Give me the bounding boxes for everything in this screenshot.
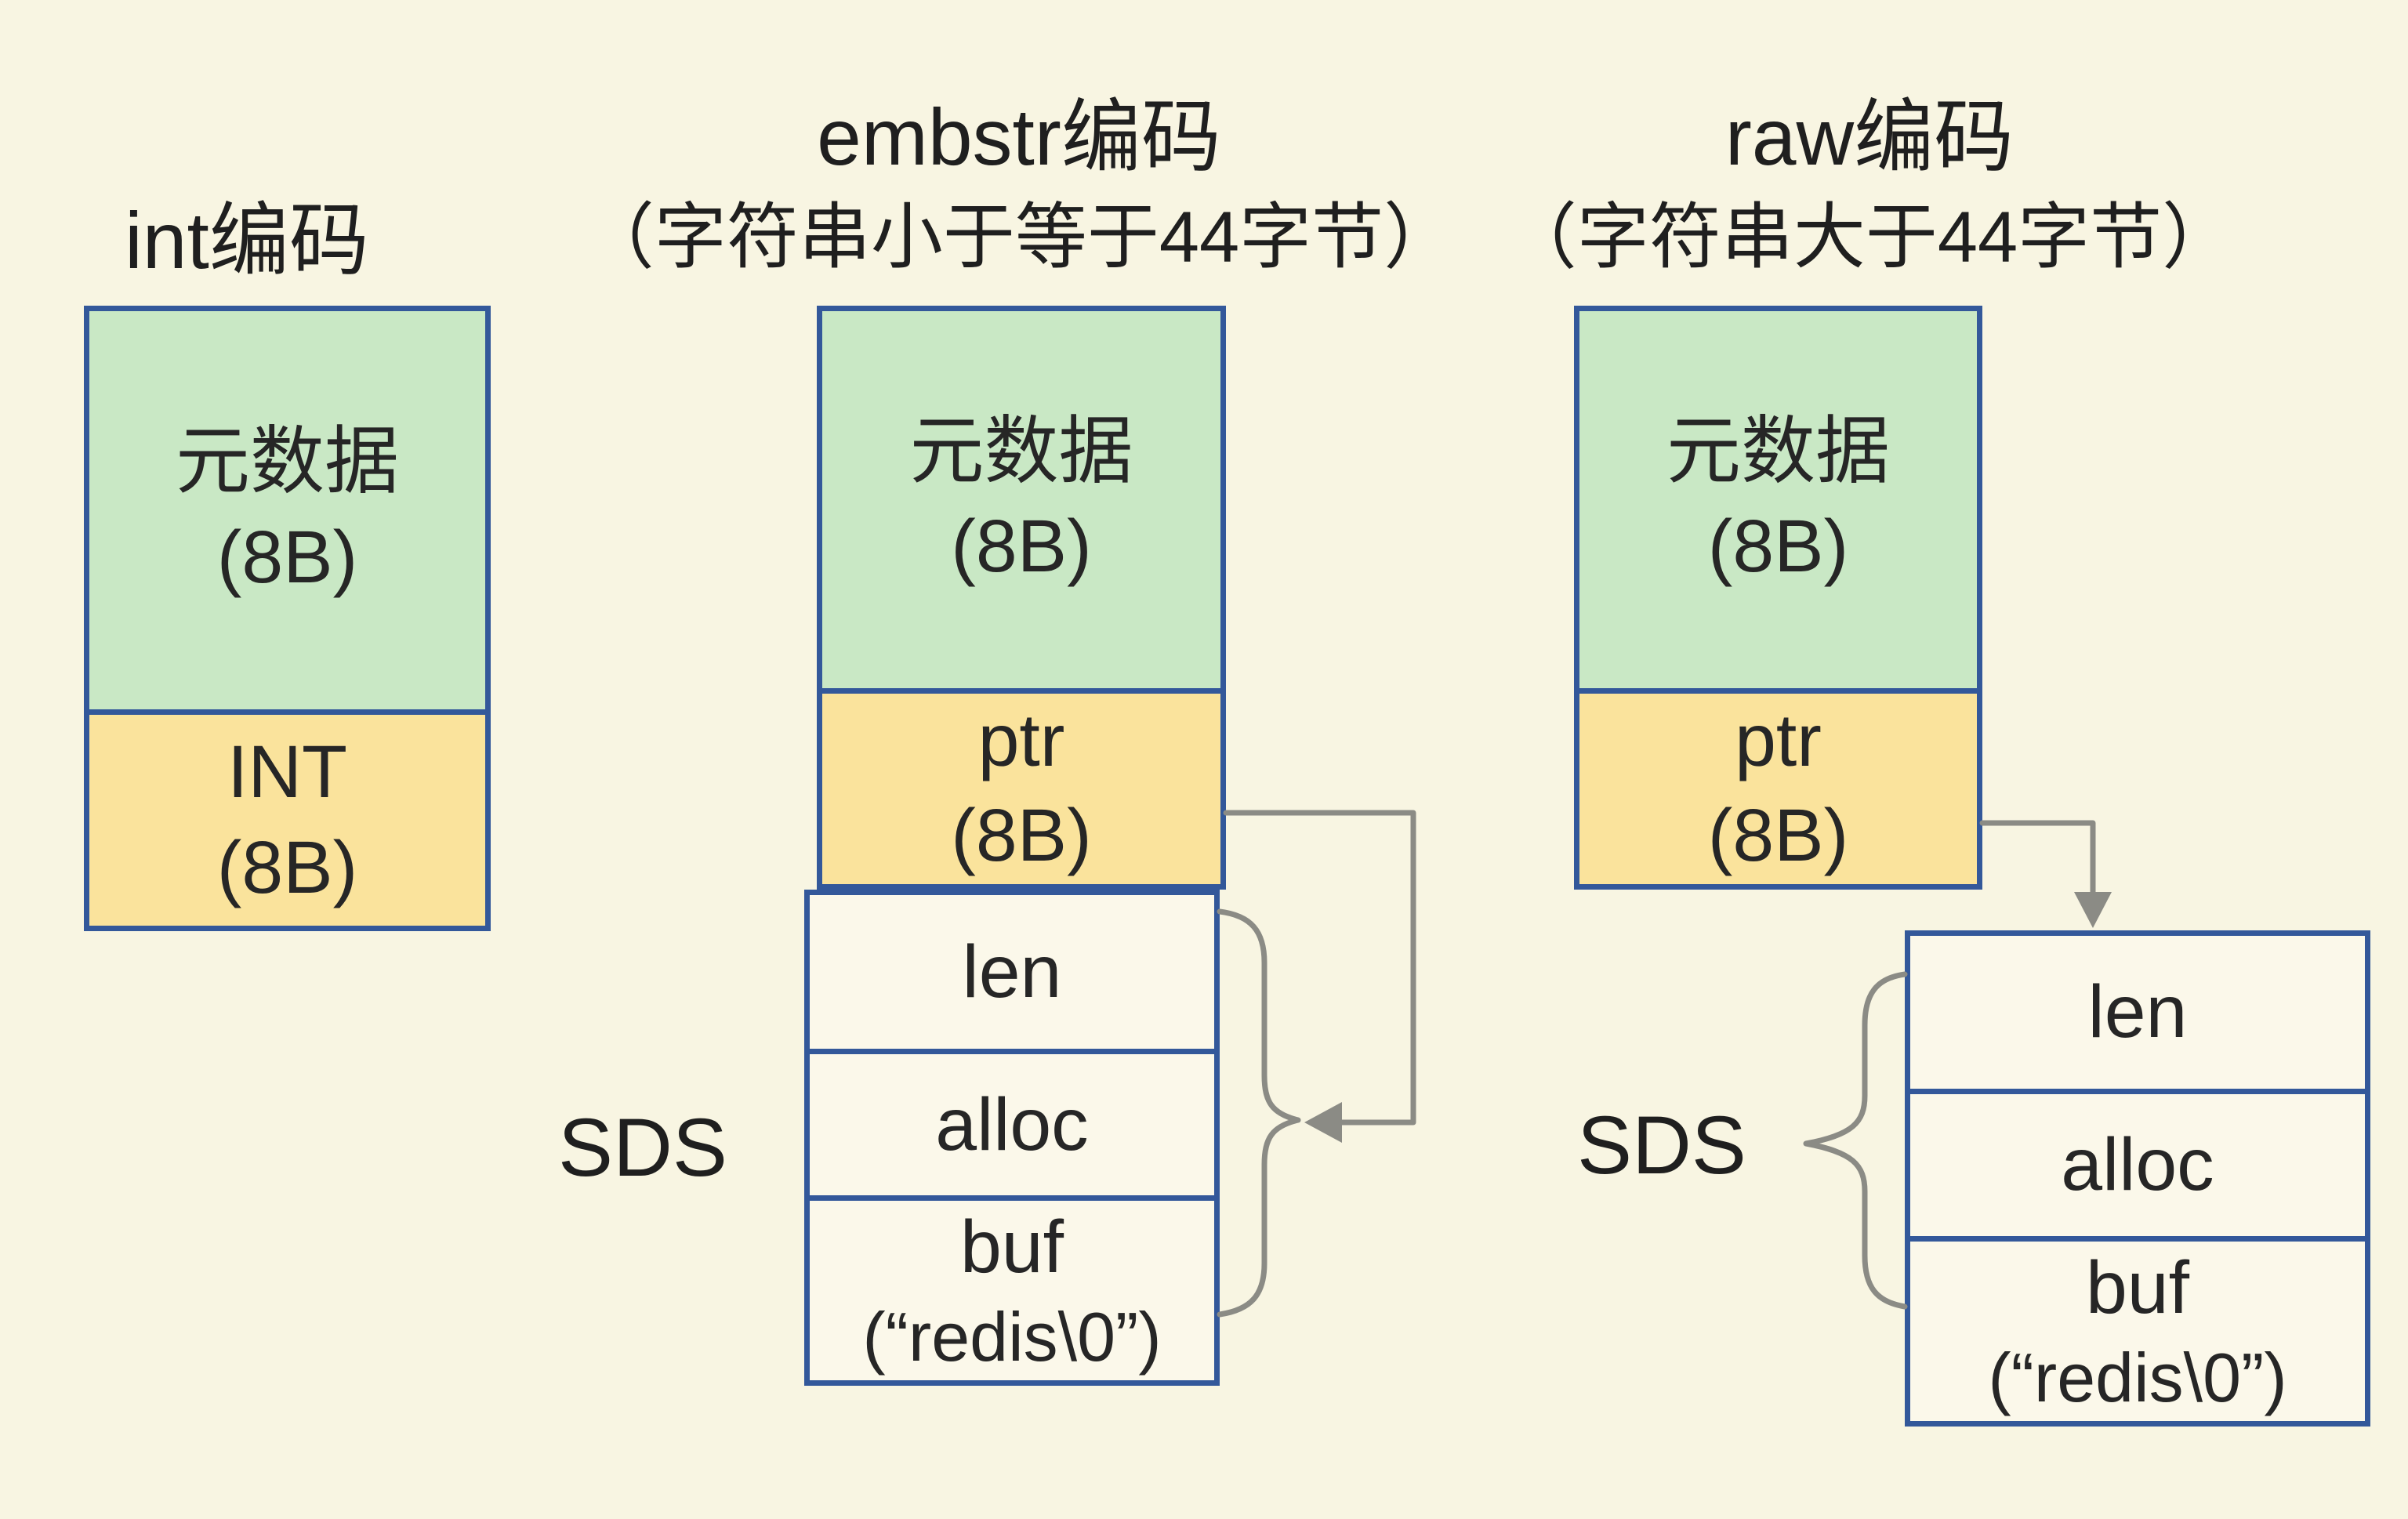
raw-metadata-cell: 元数据 (8B): [1579, 311, 1977, 688]
raw-sds-buf-value: (“redis\0”): [1988, 1339, 2287, 1416]
raw-sds-buf-label: buf: [2085, 1246, 2190, 1330]
int-object-box: 元数据 (8B) INT (8B): [84, 306, 491, 931]
embstr-ptr-label: ptr: [977, 698, 1065, 782]
embstr-sds-alloc-cell: alloc: [810, 1049, 1214, 1195]
raw-ptr-label: ptr: [1735, 698, 1822, 782]
raw-sds-alloc-label: alloc: [2061, 1123, 2214, 1207]
int-value-label: INT: [227, 730, 348, 814]
raw-ptr-arrow: [1979, 820, 2096, 897]
raw-object-box: 元数据 (8B) ptr (8B): [1574, 306, 1982, 890]
embstr-metadata-label: 元数据: [909, 409, 1133, 493]
embstr-ptr-arrowhead-icon: [1304, 1102, 1342, 1143]
embstr-sds-len-label: len: [962, 930, 1062, 1013]
raw-ptr-cell: ptr (8B): [1579, 687, 1977, 884]
int-encoding-title: int编码: [125, 196, 369, 285]
raw-sds-label: SDS: [1577, 1100, 1746, 1191]
embstr-sds-buf-cell: buf (“redis\0”): [810, 1195, 1214, 1380]
embstr-object-box: 元数据 (8B) ptr (8B): [817, 306, 1226, 890]
embstr-ptr-cell: ptr (8B): [822, 687, 1220, 884]
embstr-sds-len-cell: len: [810, 895, 1214, 1049]
embstr-sds-label: SDS: [558, 1102, 727, 1194]
embstr-metadata-size: (8B): [951, 505, 1092, 589]
int-metadata-cell: 元数据 (8B): [89, 311, 485, 709]
int-metadata-label: 元数据: [175, 420, 399, 504]
embstr-sds-buf-label: buf: [959, 1205, 1064, 1289]
embstr-metadata-cell: 元数据 (8B): [822, 311, 1220, 688]
embstr-sds-box: len alloc buf (“redis\0”): [804, 890, 1220, 1386]
int-metadata-size: (8B): [216, 516, 358, 599]
raw-encoding-title: raw编码 （字符串大于44字节）: [1493, 85, 2246, 285]
embstr-title-line1: embstr编码: [817, 92, 1221, 182]
raw-sds-buf-cell: buf (“redis\0”): [1910, 1236, 2365, 1421]
raw-metadata-label: 元数据: [1666, 409, 1890, 493]
embstr-title-line2: （字符串小于等于44字节）: [582, 197, 1456, 277]
raw-sds-box: len alloc buf (“redis\0”): [1905, 930, 2370, 1427]
raw-metadata-size: (8B): [1707, 505, 1849, 589]
embstr-ptr-size: (8B): [951, 794, 1092, 878]
embstr-sds-alloc-label: alloc: [935, 1082, 1089, 1166]
raw-sds-alloc-cell: alloc: [1910, 1088, 2365, 1237]
raw-sds-brace-icon: [1803, 971, 1908, 1310]
raw-ptr-size: (8B): [1707, 794, 1849, 878]
embstr-encoding-title: embstr编码 （字符串小于等于44字节）: [541, 85, 1497, 285]
raw-sds-len-label: len: [2087, 970, 2188, 1053]
int-value-size: (8B): [216, 825, 358, 909]
embstr-ptr-arrow: [1223, 810, 1416, 1126]
raw-ptr-arrowhead-icon: [2074, 892, 2112, 928]
embstr-sds-brace-icon: [1217, 908, 1301, 1318]
raw-title-line1: raw编码: [1724, 92, 2015, 182]
raw-sds-len-cell: len: [1910, 936, 2365, 1089]
embstr-sds-buf-value: (“redis\0”): [862, 1298, 1162, 1376]
raw-title-line2: （字符串大于44字节）: [1504, 197, 2235, 277]
int-value-cell: INT (8B): [89, 709, 485, 926]
